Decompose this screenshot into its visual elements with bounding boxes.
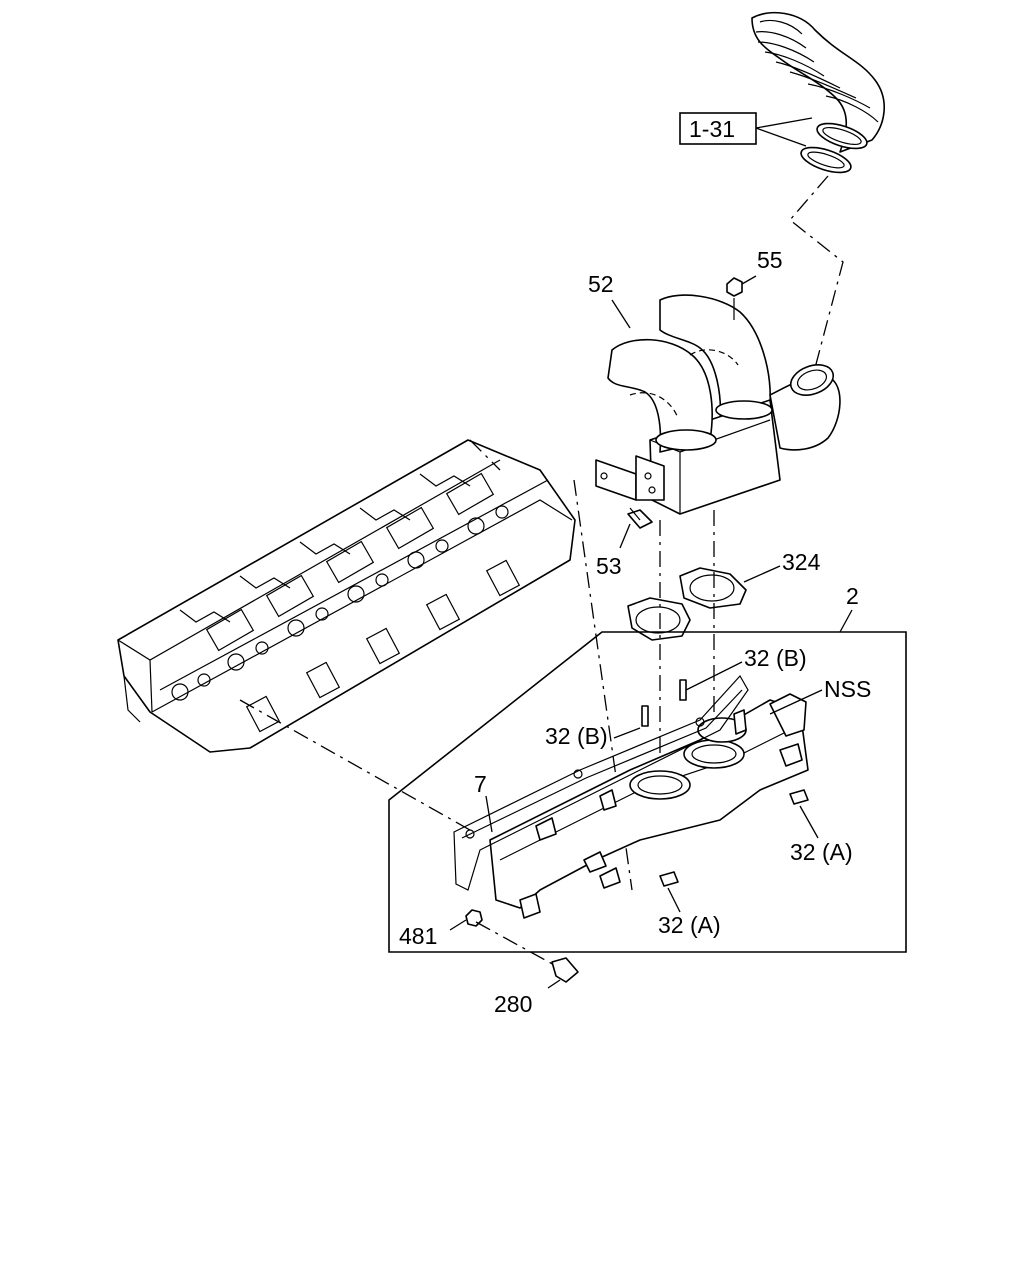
callout-53: 53 [596, 553, 622, 579]
callout-52: 52 [588, 271, 614, 297]
manifold-gasket-7 [453, 674, 749, 891]
callout-2: 2 [846, 583, 859, 609]
callout-280: 280 [494, 991, 532, 1017]
callout-32a-right: 32 (A) [790, 839, 853, 865]
stud-32b-left [641, 705, 649, 727]
bolt-53 [627, 507, 653, 529]
callout-481: 481 [399, 923, 437, 949]
callout-32b-upper: 32 (B) [744, 645, 807, 671]
hose-reference-label: 1-31 [689, 116, 735, 142]
callout-nss: NSS [824, 676, 871, 702]
callout-32b-left: 32 (B) [545, 723, 608, 749]
hose-reference-box [679, 112, 757, 145]
callout-55: 55 [757, 247, 783, 273]
cylinder-head [117, 439, 576, 753]
callout-324: 324 [782, 549, 821, 575]
hose-clamp [800, 146, 852, 174]
gasket-324-upper [679, 567, 747, 609]
stud-32a-right [789, 789, 809, 805]
nut-55 [726, 277, 743, 297]
intake-hose [751, 11, 886, 153]
air-inlet-pipe-assembly [595, 294, 841, 515]
stud-32a-lower [659, 871, 679, 887]
bolt-280 [551, 957, 579, 983]
callout-7: 7 [474, 771, 487, 797]
nut-481 [465, 909, 483, 927]
callout-32a-lower: 32 (A) [658, 912, 721, 938]
manifold-kit-box [388, 631, 907, 953]
stud-32b-right [679, 679, 687, 701]
intake-manifold [489, 693, 809, 919]
gasket-324-lower [627, 597, 691, 641]
